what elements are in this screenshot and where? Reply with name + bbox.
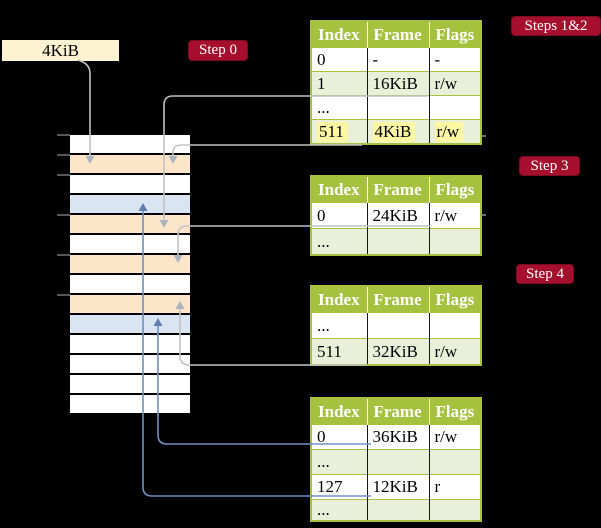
table-cell: ...: [311, 228, 368, 255]
pt1-header-index: Index: [311, 21, 368, 48]
table-cell: [429, 95, 481, 120]
highlighted-cell-text: 4KiB: [372, 121, 416, 142]
table-cell: [429, 499, 481, 521]
connector-pt1-row-511-to-frame-4KiB: [168, 144, 362, 164]
table-cell: 16KiB: [367, 71, 430, 96]
highlighted-cell-text: 511: [317, 121, 348, 142]
memory-frame-row-4: [70, 215, 190, 233]
pt3-header-index: Index: [311, 286, 368, 313]
table-cell: ...: [311, 449, 368, 475]
table-cell: 0: [311, 48, 368, 72]
badge-step-4: Step 4: [516, 264, 574, 284]
table-cell: [429, 449, 481, 475]
table-cell: 0: [311, 425, 368, 450]
pt3-row-...: ...: [311, 313, 481, 339]
memory-frame-row-6: [70, 255, 190, 273]
pt2-header-frame: Frame: [367, 176, 430, 203]
memory-frame-row-11: [70, 355, 190, 373]
pt3-header-frame: Frame: [367, 286, 430, 313]
pt1-header-frame: Frame: [367, 21, 430, 48]
table-cell: 1: [311, 71, 368, 96]
table-cell: [367, 499, 430, 521]
physical-memory-stack: [70, 135, 190, 415]
badge-steps-1-2-label: Steps 1&2: [524, 17, 588, 34]
table-cell: ...: [311, 95, 368, 120]
badge-step-0: Step 0: [188, 40, 248, 61]
table-cell: -: [367, 48, 430, 72]
table-cell: 32KiB: [367, 338, 430, 365]
table-cell: r/w: [429, 425, 481, 450]
page-size-label-box: 4KiB: [2, 40, 119, 61]
badge-steps-1-2: Steps 1&2: [511, 16, 601, 36]
pt2-header-flags: Flags: [429, 176, 481, 203]
pt1-row-511: 511 4KiB r/w: [311, 119, 481, 144]
table-cell: ...: [311, 313, 368, 339]
pt1-header-flags: Flags: [429, 21, 481, 48]
memory-frame-row-2: [70, 175, 190, 193]
pt1-row-...: ...: [311, 95, 481, 120]
table-cell: ...: [311, 499, 368, 521]
memory-frame-row-1: [70, 155, 190, 173]
pt2-row-...: ...: [311, 228, 481, 255]
table-cell: 36KiB: [367, 425, 430, 450]
memory-frame-row-13: [70, 395, 190, 413]
table-cell: 127: [311, 474, 368, 500]
pt1-row-0: 0--: [311, 48, 481, 72]
table-cell: r/w: [429, 71, 481, 96]
badge-step-0-label: Step 0: [199, 42, 237, 58]
table-cell: [367, 313, 430, 339]
table-cell: 511: [311, 338, 368, 365]
pt3-header-flags: Flags: [429, 286, 481, 313]
pt2-header-index: Index: [311, 176, 368, 203]
pt4-row-...: ...: [311, 449, 481, 475]
memory-frame-row-9: [70, 315, 190, 333]
memory-frame-row-12: [70, 375, 190, 393]
table-cell: 4KiB: [367, 119, 430, 144]
table-cell: r: [429, 474, 481, 500]
pt4-header-index: Index: [311, 398, 368, 425]
memory-frame-row-7: [70, 275, 190, 293]
table-cell: 24KiB: [367, 203, 430, 229]
memory-frame-row-0: [70, 135, 190, 153]
badge-step-3-label: Step 3: [530, 157, 569, 174]
memory-frame-row-10: [70, 335, 190, 353]
table-cell: [429, 313, 481, 339]
pt4-header-frame: Frame: [367, 398, 430, 425]
memory-frame-row-5: [70, 235, 190, 253]
address-tick-marks: [57, 134, 70, 296]
badge-step-3: Step 3: [519, 156, 580, 176]
table-cell: 0: [311, 203, 368, 229]
table-cell: 511: [311, 119, 368, 144]
table-cell: [429, 228, 481, 255]
page-size-label: 4KiB: [42, 40, 79, 60]
badge-step-4-label: Step 4: [526, 265, 564, 282]
table-cell: [367, 95, 430, 120]
pt4-header-flags: Flags: [429, 398, 481, 425]
pt4-row-...: ...: [311, 499, 481, 521]
memory-frame-row-3: [70, 195, 190, 213]
table-cell: r/w: [429, 203, 481, 229]
table-cell: [367, 228, 430, 255]
table-cell: [367, 449, 430, 475]
table-cell: r/w: [429, 119, 481, 144]
table-cell: -: [429, 48, 481, 72]
table-cell: r/w: [429, 338, 481, 365]
memory-frame-row-8: [70, 295, 190, 313]
table-cell: 12KiB: [367, 474, 430, 500]
highlighted-cell-text: r/w: [434, 121, 464, 142]
